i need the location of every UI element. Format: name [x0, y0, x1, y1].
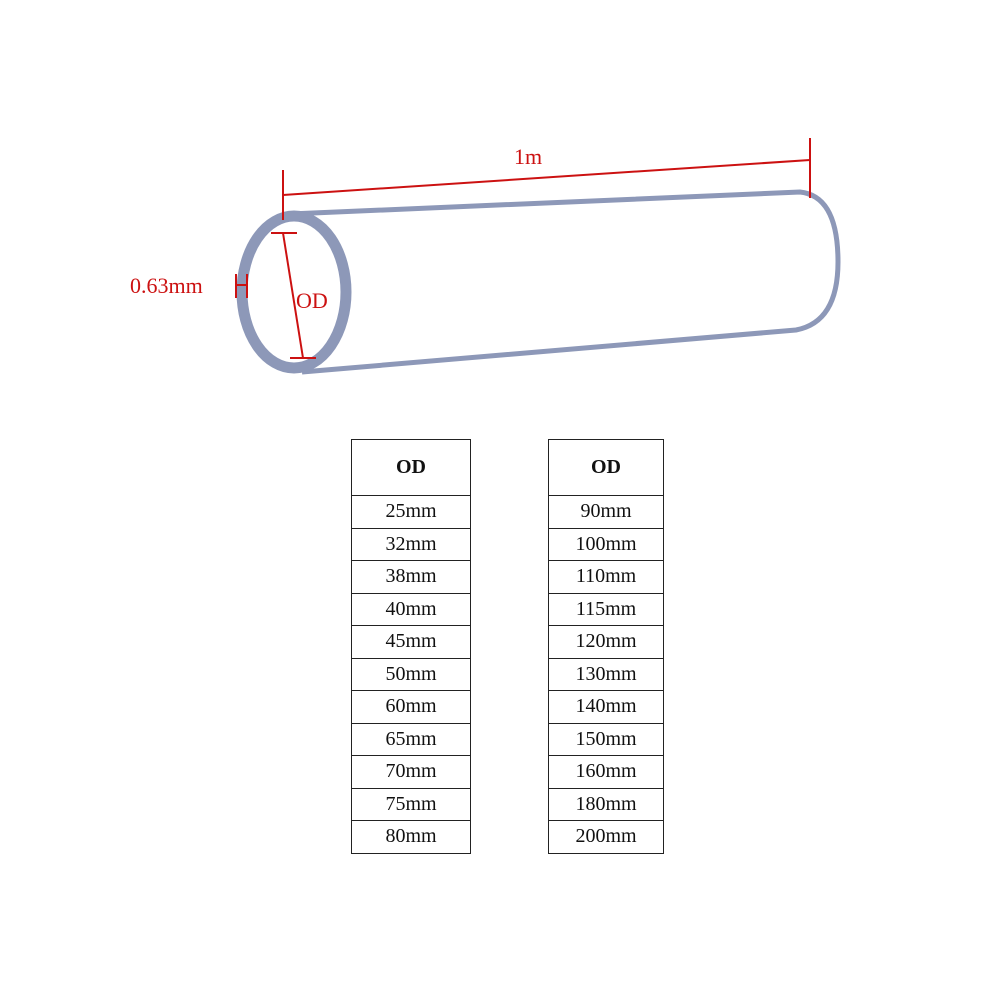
table-cell: 60mm: [351, 690, 471, 724]
table-row: 110mm: [548, 560, 664, 594]
table-cell: 25mm: [351, 495, 471, 529]
length-dimension: [282, 138, 811, 220]
table-cell: 45mm: [351, 625, 471, 659]
table-row: 50mm: [351, 657, 471, 691]
table-row: 160mm: [548, 755, 664, 789]
length-label: 1m: [514, 144, 543, 169]
table-row: 150mm: [548, 722, 664, 756]
table-cell: 75mm: [351, 787, 471, 821]
table-cell: 115mm: [548, 592, 664, 626]
column-header: OD: [351, 439, 471, 496]
table-cell: 32mm: [351, 527, 471, 561]
column-header: OD: [548, 439, 664, 496]
table-row: 180mm: [548, 787, 664, 821]
table-row: 25mm: [351, 495, 471, 529]
od-table-left: OD 25mm 32mm 38mm 40mm 45mm 50mm 60mm 65…: [351, 439, 471, 854]
table-cell: 180mm: [548, 787, 664, 821]
table-row: 45mm: [351, 625, 471, 659]
table-cell: 100mm: [548, 527, 664, 561]
table-row: 70mm: [351, 755, 471, 789]
table-header-row: OD: [548, 439, 664, 496]
od-label: OD: [296, 288, 328, 313]
table-cell: 160mm: [548, 755, 664, 789]
table-row: 32mm: [351, 527, 471, 561]
table-row: 130mm: [548, 657, 664, 691]
table-cell: 110mm: [548, 560, 664, 594]
table-cell: 65mm: [351, 722, 471, 756]
table-row: 120mm: [548, 625, 664, 659]
tube-diagram: [235, 138, 841, 375]
table-cell: 38mm: [351, 560, 471, 594]
table-cell: 150mm: [548, 722, 664, 756]
table-row: 75mm: [351, 787, 471, 821]
table-row: 200mm: [548, 820, 664, 854]
table-row: 60mm: [351, 690, 471, 724]
table-row: 90mm: [548, 495, 664, 529]
table-row: 115mm: [548, 592, 664, 626]
table-header-row: OD: [351, 439, 471, 496]
table-row: 140mm: [548, 690, 664, 724]
tube-end-ring: [236, 210, 352, 374]
table-cell: 200mm: [548, 820, 664, 854]
table-cell: 130mm: [548, 657, 664, 691]
table-cell: 50mm: [351, 657, 471, 691]
table-cell: 40mm: [351, 592, 471, 626]
table-cell: 140mm: [548, 690, 664, 724]
table-cell: 120mm: [548, 625, 664, 659]
od-dimension: [271, 232, 316, 359]
table-cell: 80mm: [351, 820, 471, 854]
table-row: 38mm: [351, 560, 471, 594]
table-cell: 70mm: [351, 755, 471, 789]
thickness-dimension: [235, 274, 248, 298]
thickness-label: 0.63mm: [130, 273, 203, 298]
table-row: 100mm: [548, 527, 664, 561]
table-cell: 90mm: [548, 495, 664, 529]
table-row: 80mm: [351, 820, 471, 854]
od-table-right: OD 90mm 100mm 110mm 115mm 120mm 130mm 14…: [548, 439, 664, 854]
tube-body-outline: [289, 189, 841, 375]
table-row: 65mm: [351, 722, 471, 756]
table-row: 40mm: [351, 592, 471, 626]
